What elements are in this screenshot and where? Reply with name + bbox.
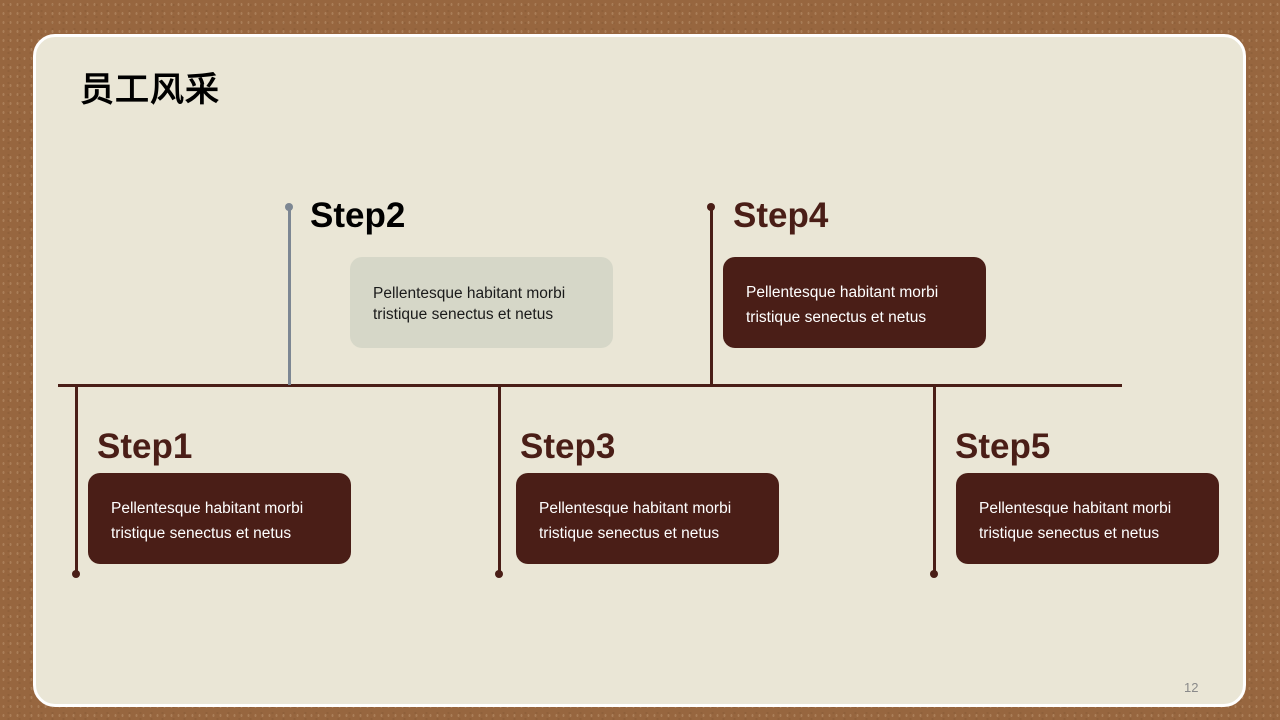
step3-connector (498, 386, 501, 574)
step1-dot (72, 570, 80, 578)
step1-label: Step1 (97, 427, 193, 466)
step2-label: Step2 (310, 196, 406, 235)
step5-label: Step5 (955, 427, 1051, 466)
step3-label: Step3 (520, 427, 616, 466)
step1-connector (75, 386, 78, 574)
step3-dot (495, 570, 503, 578)
step4-dot (707, 203, 715, 211)
step4-box: Pellentesque habitant morbi tristique se… (723, 257, 986, 348)
step2-connector (288, 207, 291, 385)
timeline-axis (58, 384, 1122, 387)
step3-box: Pellentesque habitant morbi tristique se… (516, 473, 779, 564)
step2-box: Pellentesque habitant morbi tristique se… (350, 257, 613, 348)
step4-label: Step4 (733, 196, 829, 235)
step5-dot (930, 570, 938, 578)
step1-box: Pellentesque habitant morbi tristique se… (88, 473, 351, 564)
step4-connector (710, 207, 713, 385)
page-number: 12 (1184, 680, 1199, 695)
step5-box: Pellentesque habitant morbi tristique se… (956, 473, 1219, 564)
step5-connector (933, 386, 936, 574)
slide-title: 员工风采 (80, 70, 220, 110)
slide-card (33, 34, 1246, 707)
step2-dot (285, 203, 293, 211)
